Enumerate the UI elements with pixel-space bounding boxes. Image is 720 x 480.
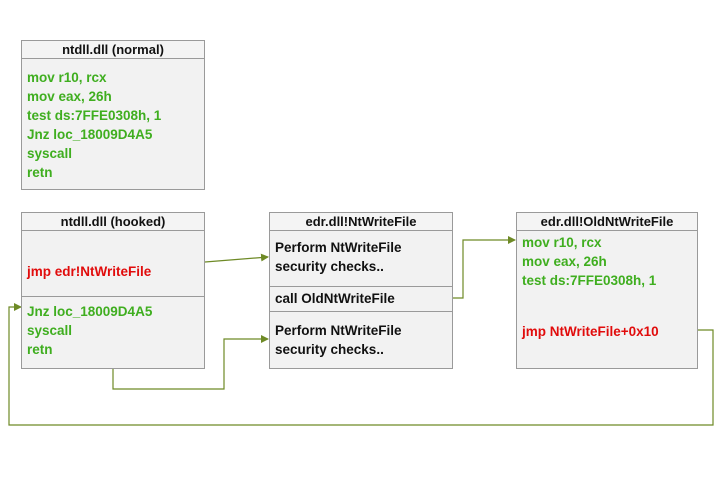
ntdll-normal-code: mov r10, rcx mov eax, 26h test ds:7FFE03… [22,59,204,182]
edr-call-section: call OldNtWriteFile [270,286,452,311]
arrow-old-back-to-hooked [8,303,714,426]
edr-ntwritefile-title: edr.dll!NtWriteFile [270,213,452,231]
text-line: Perform NtWriteFile [275,240,402,255]
ntdll-normal-box: ntdll.dll (normal) mov r10, rcx mov eax,… [21,40,205,190]
arrow-call-to-old [453,236,516,299]
edr-call-line: call OldNtWriteFile [275,291,395,306]
old-jmp-line: jmp NtWriteFile+0x10 [522,324,659,339]
text-line: security checks.. [275,259,384,274]
code-line: retn [27,165,53,180]
edr-check2-section: Perform NtWriteFile security checks.. [270,311,452,368]
hooked-rest-section: Jnz loc_18009D4A5 syscall retn [22,296,204,368]
code-line: test ds:7FFE0308h, 1 [27,108,162,123]
text-line: Perform NtWriteFile [275,323,402,338]
code-line: mov eax, 26h [27,89,112,104]
ntdll-normal-title: ntdll.dll (normal) [22,41,204,59]
text-line: security checks.. [275,342,384,357]
code-line: retn [27,342,53,357]
code-line: test ds:7FFE0308h, 1 [522,273,657,288]
code-line: syscall [27,146,73,161]
hooked-jmp-line: jmp edr!NtWriteFile [27,264,152,279]
edr-check1-section: Perform NtWriteFile security checks.. [270,231,452,297]
edr-ntwritefile-box: edr.dll!NtWriteFile Perform NtWriteFile … [269,212,453,369]
ntdll-hooked-box: ntdll.dll (hooked) jmp edr!NtWriteFile J… [21,212,205,369]
arrow-hook-to-edr [204,253,269,263]
code-line: mov eax, 26h [522,254,607,269]
old-code: mov r10, rcx mov eax, 26h test ds:7FFE03… [517,231,697,290]
hooked-jmp-section: jmp edr!NtWriteFile [22,231,204,307]
code-line: mov r10, rcx [27,70,107,85]
code-line: Jnz loc_18009D4A5 [27,304,153,319]
edr-oldntwritefile-box: edr.dll!OldNtWriteFile mov r10, rcx mov … [516,212,698,369]
edr-oldntwritefile-title: edr.dll!OldNtWriteFile [517,213,697,231]
code-line: Jnz loc_18009D4A5 [27,127,153,142]
code-line: syscall [27,323,73,338]
code-line: mov r10, rcx [522,235,602,250]
arrow-return-to-edr [112,335,269,390]
ntdll-hooked-title: ntdll.dll (hooked) [22,213,204,231]
